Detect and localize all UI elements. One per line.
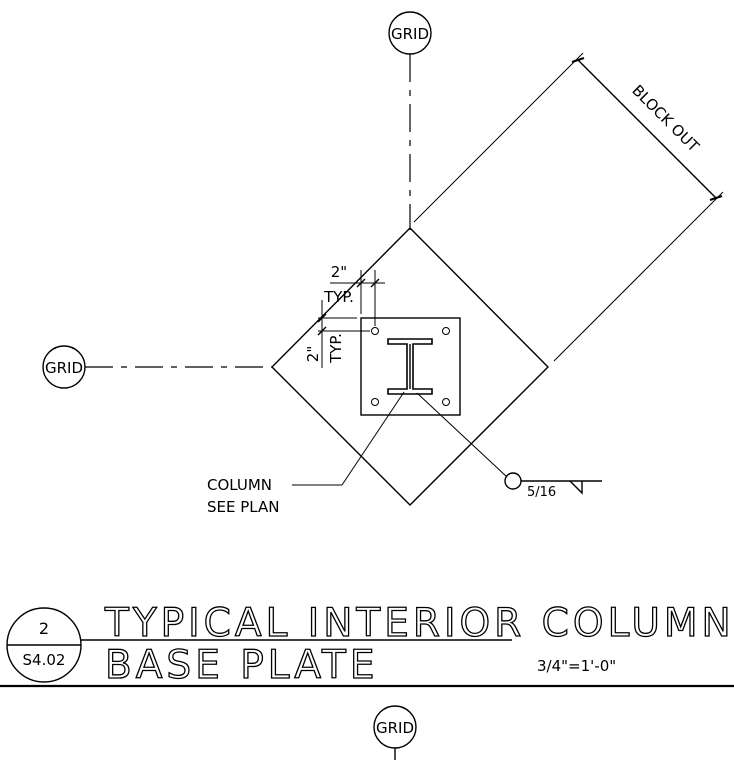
detail-title-block: 2 S4.02 TYPICAL INTERIOR COLUMN BASE PLA…: [0, 600, 734, 689]
grid-label-bottom: GRID: [376, 719, 414, 737]
sheet-number: S4.02: [23, 651, 66, 669]
grid-label-top: GRID: [391, 25, 429, 43]
column-callout-line2: SEE PLAN: [207, 498, 279, 516]
grid-bubble-bottom: GRID: [373, 705, 417, 760]
anchor-bolt-bottom-left: [371, 398, 379, 406]
edge-distance-vertical-dim: 2" TYP.: [304, 300, 370, 368]
block-out-dimension: BLOCK OUT: [413, 52, 724, 362]
edge-h-value: 2": [331, 263, 347, 281]
weld-size: 5/16: [527, 485, 556, 500]
block-out-outline: [271, 227, 549, 506]
detail-number: 2: [39, 619, 49, 638]
block-out-label: BLOCK OUT: [628, 81, 703, 156]
base-plate: [360, 317, 461, 416]
column-callout-line1: COLUMN: [207, 476, 272, 494]
edge-distance-horizontal-dim: 2" TYP.: [323, 263, 385, 326]
weld-callout: 5/16: [416, 392, 602, 500]
grid-bubble-left: GRID: [42, 345, 86, 389]
column-callout: COLUMN SEE PLAN: [207, 391, 405, 516]
detail-title-line1: TYPICAL INTERIOR COLUMN: [104, 601, 734, 646]
anchor-bolt-bottom-right: [442, 398, 450, 406]
wide-flange-column: [387, 338, 433, 395]
edge-v-value: 2": [304, 346, 322, 362]
anchor-bolt-top-right: [442, 327, 450, 335]
edge-v-typ: TYP.: [327, 333, 345, 364]
grid-label-left: GRID: [45, 359, 83, 377]
drawing-scale: 3/4"=1'-0": [537, 657, 616, 675]
anchor-bolt-top-left: [371, 327, 379, 335]
detail-title-line2: BASE PLATE: [105, 643, 379, 688]
edge-h-typ: TYP.: [323, 288, 354, 306]
grid-bubble-top: GRID: [388, 11, 432, 55]
